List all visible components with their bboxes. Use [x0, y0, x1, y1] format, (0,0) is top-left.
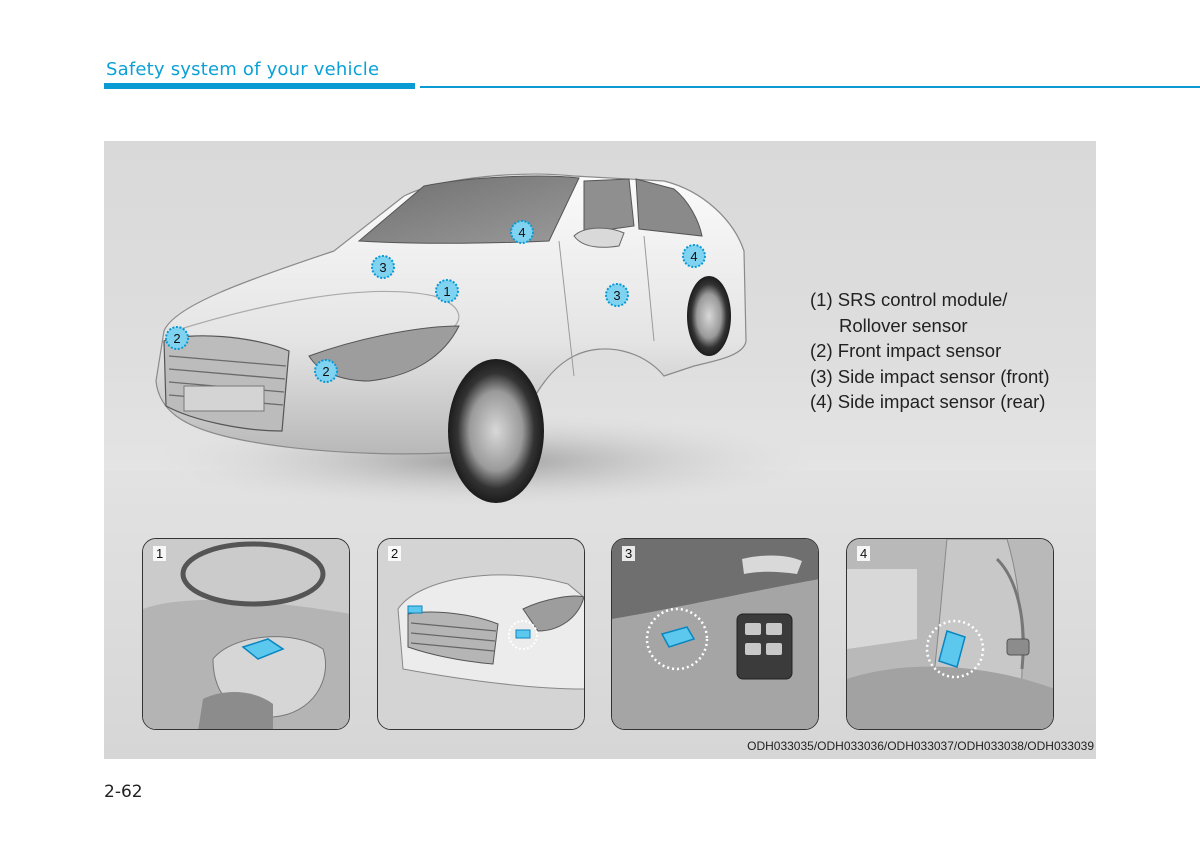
- sensor-legend: (1) SRS control module/ Rollover sensor …: [810, 287, 1090, 415]
- legend-label: Side impact sensor (rear): [838, 391, 1046, 412]
- front-bumper-illustration: [378, 539, 585, 730]
- thumbnail-console-sensor: 1: [142, 538, 350, 730]
- legend-number: (1): [810, 289, 833, 310]
- legend-number: (3): [810, 366, 833, 387]
- thumbnail-door-sensor: 3: [611, 538, 819, 730]
- svg-text:3: 3: [613, 288, 620, 303]
- svg-text:4: 4: [690, 249, 697, 264]
- callout-4-roof: 4: [511, 221, 533, 243]
- callout-3-hood: 3: [372, 256, 394, 278]
- header-rule-thin: [420, 86, 1200, 88]
- svg-text:1: 1: [443, 284, 450, 299]
- thumbnail-number: 2: [388, 546, 401, 561]
- legend-label: Side impact sensor (front): [838, 366, 1050, 387]
- thumbnail-number: 4: [857, 546, 870, 561]
- page-number: 2-62: [104, 782, 143, 802]
- svg-text:2: 2: [173, 331, 180, 346]
- console-illustration: [143, 539, 350, 730]
- legend-item-3: (3) Side impact sensor (front): [810, 364, 1090, 390]
- rear-pillar-illustration: [847, 539, 1054, 730]
- image-reference-codes: ODH033035/ODH033036/ODH033037/ODH033038/…: [747, 739, 1094, 753]
- door-panel-illustration: [612, 539, 819, 730]
- section-title: Safety system of your vehicle: [106, 59, 379, 80]
- thumbnail-number: 3: [622, 546, 635, 561]
- legend-number: (4): [810, 391, 833, 412]
- callout-2-right: 2: [315, 360, 337, 382]
- svg-text:3: 3: [379, 260, 386, 275]
- legend-label-continued: Rollover sensor: [810, 313, 1090, 339]
- legend-item-1: (1) SRS control module/ Rollover sensor: [810, 287, 1090, 338]
- callout-1: 1: [436, 280, 458, 302]
- legend-item-4: (4) Side impact sensor (rear): [810, 389, 1090, 415]
- legend-label: SRS control module/: [838, 289, 1008, 310]
- svg-text:4: 4: [518, 225, 525, 240]
- legend-label: Front impact sensor: [838, 340, 1001, 361]
- svg-text:2: 2: [322, 364, 329, 379]
- thumbnail-front-sensors: 2: [377, 538, 585, 730]
- legend-item-2: (2) Front impact sensor: [810, 338, 1090, 364]
- thumbnail-rear-sensor: 4: [846, 538, 1054, 730]
- callout-3-door: 3: [606, 284, 628, 306]
- thumbnail-number: 1: [153, 546, 166, 561]
- legend-number: (2): [810, 340, 833, 361]
- callout-2-left: 2: [166, 327, 188, 349]
- airbag-sensor-figure: 1 2 2 3 3 4 4: [104, 141, 1096, 759]
- callout-4-rear: 4: [683, 245, 705, 267]
- header-rule-thick: [104, 83, 415, 89]
